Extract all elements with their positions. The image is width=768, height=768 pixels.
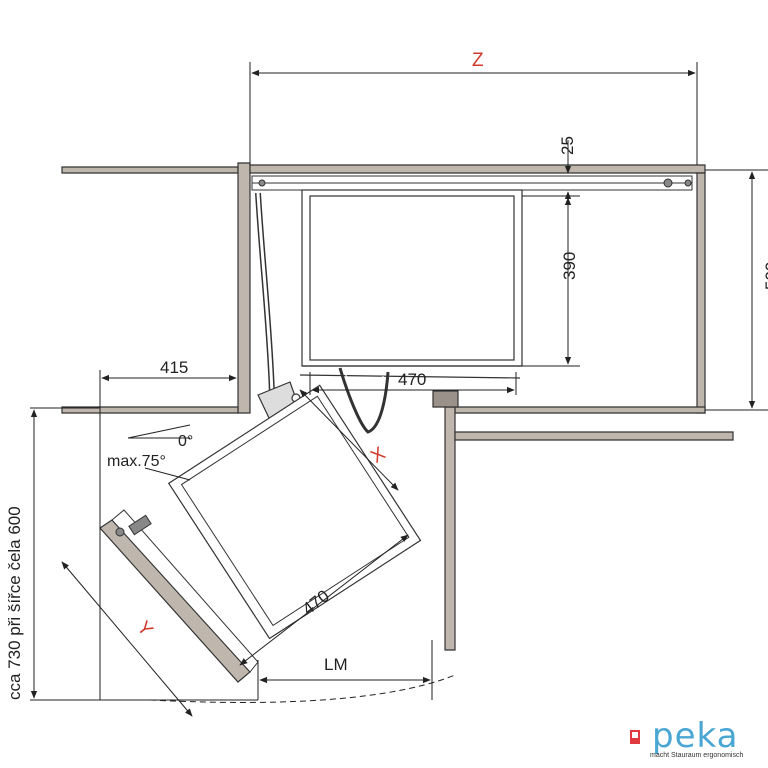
lower-right-countertop (454, 431, 734, 441)
peka-logo-mark (630, 730, 640, 744)
label-415: 415 (160, 358, 188, 377)
label-lm: LM (324, 655, 348, 674)
logo-brand: peka (652, 716, 739, 756)
label-max-angle: max.75° (107, 453, 166, 470)
left-floor-line (61, 406, 239, 414)
label-500: 500 (762, 262, 768, 290)
label-25: 25 (558, 136, 577, 155)
right-bottom-panel (454, 406, 706, 414)
label-side-note: cca 730 při šířce čela 600 (5, 506, 24, 700)
front-basket (167, 384, 422, 640)
top-rail (251, 175, 693, 191)
label-390: 390 (560, 252, 579, 280)
rear-basket (299, 189, 523, 379)
logo-tagline: macht Stauraum ergonomisch (650, 752, 744, 759)
cabinet-walls (61, 162, 734, 651)
label-470-top: 470 (398, 370, 426, 389)
back-panel (249, 164, 706, 174)
right-side-panel (696, 172, 706, 414)
peka-logo: peka macht Stauraum ergonomisch (628, 716, 768, 768)
label-z: Z (472, 50, 484, 71)
front-block (432, 390, 459, 408)
label-y: Y (132, 617, 156, 640)
left-side-panel (237, 162, 251, 414)
right-front-panel (444, 406, 456, 651)
door-fitting (115, 514, 152, 537)
label-angle-zero: 0° (178, 433, 193, 450)
dimension-lines (30, 62, 768, 717)
left-countertop (61, 166, 239, 174)
